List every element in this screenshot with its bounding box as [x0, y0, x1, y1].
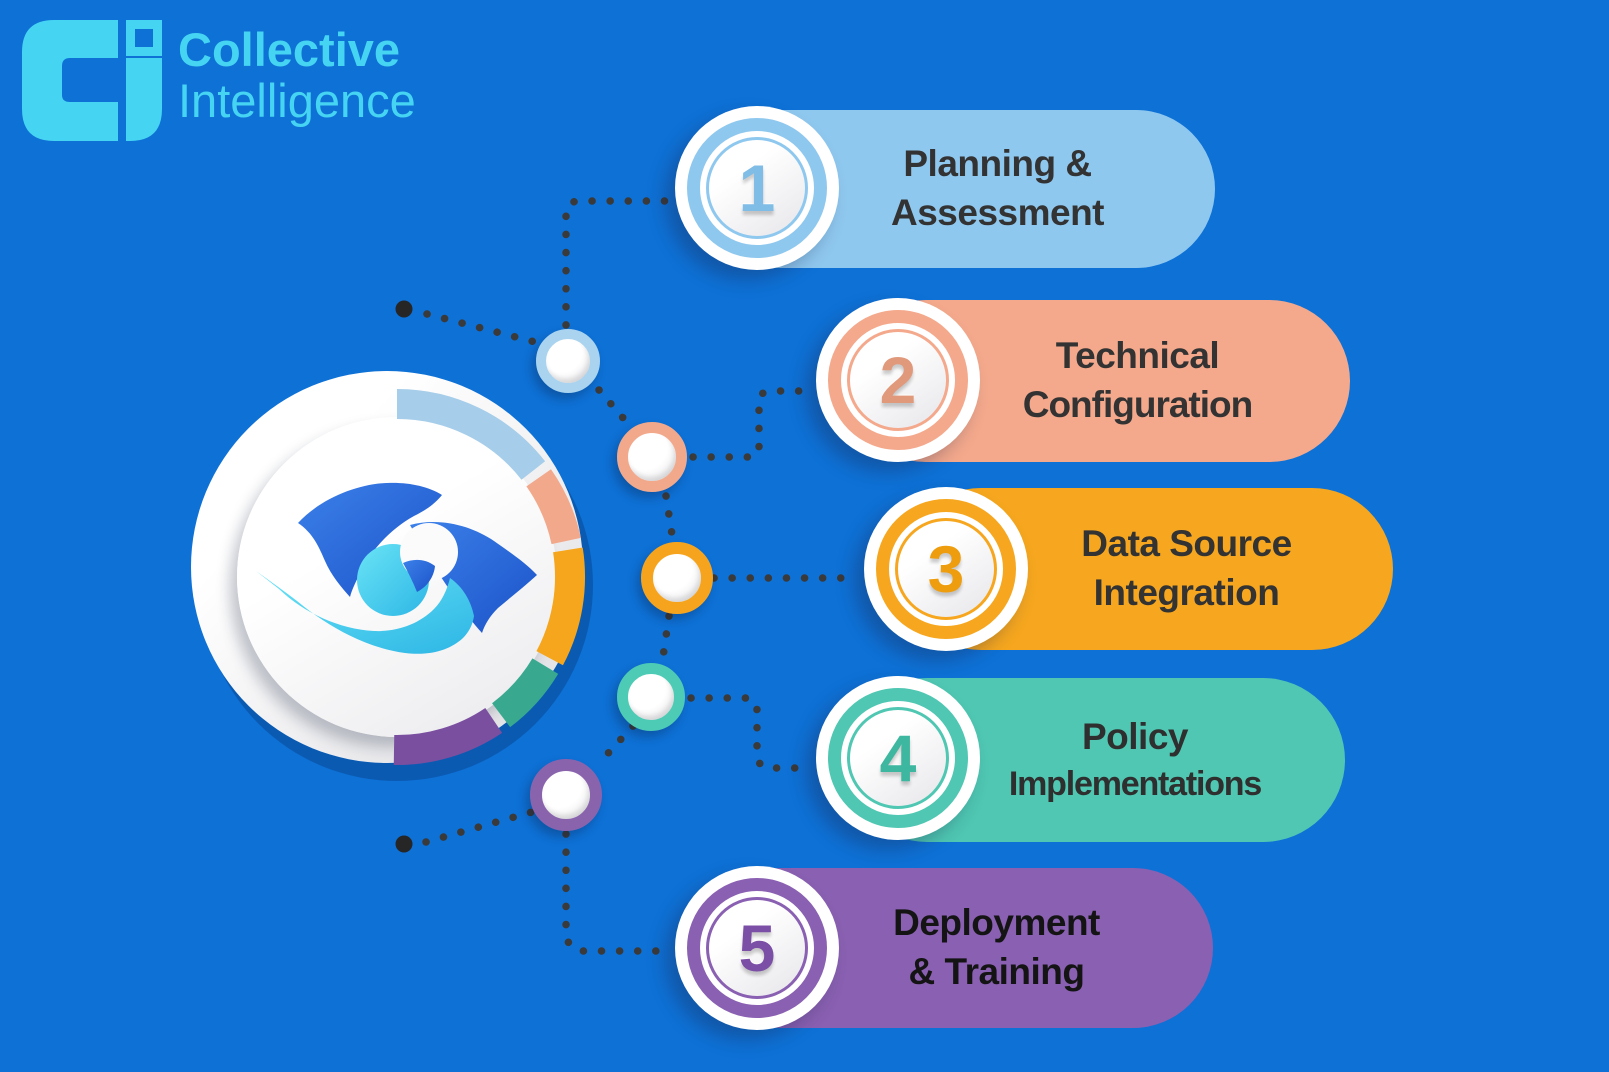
step-3-label: Data Source Integration	[1020, 520, 1353, 618]
step-4-label-line2: Implementations	[1008, 764, 1262, 803]
connector-node-2	[617, 422, 687, 492]
step-4-badge-inner: 4	[847, 707, 949, 809]
dotted-connector-3	[595, 386, 634, 430]
eye-lower-lid	[256, 571, 474, 654]
dotted-connector-10	[562, 830, 671, 955]
brand-name: Collective Intelligence	[178, 18, 416, 143]
step-2-number: 2	[879, 343, 917, 417]
arc-segment-3	[536, 547, 585, 666]
dotted-connector-1	[423, 310, 539, 346]
step-5-label-line1: Deployment	[893, 902, 1100, 944]
step-1-number-badge: 1	[675, 106, 839, 270]
step-1-label: Planning & Assessment	[820, 140, 1175, 238]
step-2-number-badge: 2	[816, 298, 980, 462]
step-2: Technical Configuration 2	[816, 298, 1350, 462]
step-5-number: 5	[738, 911, 776, 985]
step-5-label-line2: & Training	[908, 951, 1085, 992]
step-5-label: Deployment & Training	[820, 899, 1173, 997]
arc-segment-4	[491, 658, 559, 728]
step-4-label-line1: Policy	[1082, 716, 1189, 758]
arc-segment-1	[396, 389, 546, 480]
step-1-number: 1	[738, 151, 776, 225]
dotted-connector-4	[689, 387, 817, 461]
progress-arc-ring	[393, 389, 585, 766]
step-2-label-line1: Technical	[1055, 335, 1220, 377]
connector-node-5	[530, 759, 602, 831]
eye-iris-accent	[403, 559, 435, 592]
step-3-number-badge: 3	[864, 487, 1028, 651]
connector-node-1	[536, 329, 600, 393]
arc-segment-2	[526, 469, 581, 545]
step-1-label-line1: Planning &	[903, 143, 1092, 185]
step-1-label-line2: Assessment	[890, 192, 1105, 233]
dotted-connector-11	[422, 808, 536, 846]
step-2-badge-inner: 2	[847, 329, 949, 431]
brand-line2: Intelligence	[178, 74, 416, 127]
step-4-label: Policy Implementations	[965, 713, 1305, 807]
step-3-label-line2: Integration	[1093, 572, 1280, 613]
connector-end-dot-1	[395, 300, 413, 318]
eye-upper-lid	[298, 482, 442, 597]
step-4-number-badge: 4	[816, 676, 980, 840]
step-4-number: 4	[879, 721, 917, 795]
eye-logo-icon	[256, 482, 537, 654]
dotted-connector-8	[687, 694, 811, 772]
step-5: Deployment & Training 5	[675, 866, 1213, 1030]
step-1: Planning & Assessment 1	[675, 106, 1215, 270]
step-4: Policy Implementations 4	[816, 676, 1345, 842]
dotted-connector-2	[562, 197, 670, 329]
step-5-badge-inner: 5	[706, 897, 808, 999]
step-1-badge-inner: 1	[706, 137, 808, 239]
dotted-connector-5	[662, 492, 677, 545]
brand-line1: Collective	[178, 23, 401, 76]
step-3-badge-inner: 3	[895, 518, 997, 620]
connector-node-4	[617, 663, 685, 731]
step-5-number-badge: 5	[675, 866, 839, 1030]
ci-logo-icon	[22, 20, 162, 141]
connector-end-dot-2	[395, 835, 413, 853]
step-3-label-line1: Data Source	[1081, 523, 1292, 565]
step-3-number: 3	[927, 532, 965, 606]
brand-header: Collective Intelligence	[22, 18, 416, 143]
step-3: Data Source Integration 3	[864, 487, 1393, 651]
step-2-label: Technical Configuration	[965, 332, 1310, 430]
dotted-connector-9	[597, 722, 637, 765]
step-2-label-line2: Configuration	[1022, 384, 1254, 425]
arc-segment-5	[393, 707, 503, 766]
connector-node-3	[641, 542, 713, 614]
dotted-connector-7	[659, 612, 673, 661]
